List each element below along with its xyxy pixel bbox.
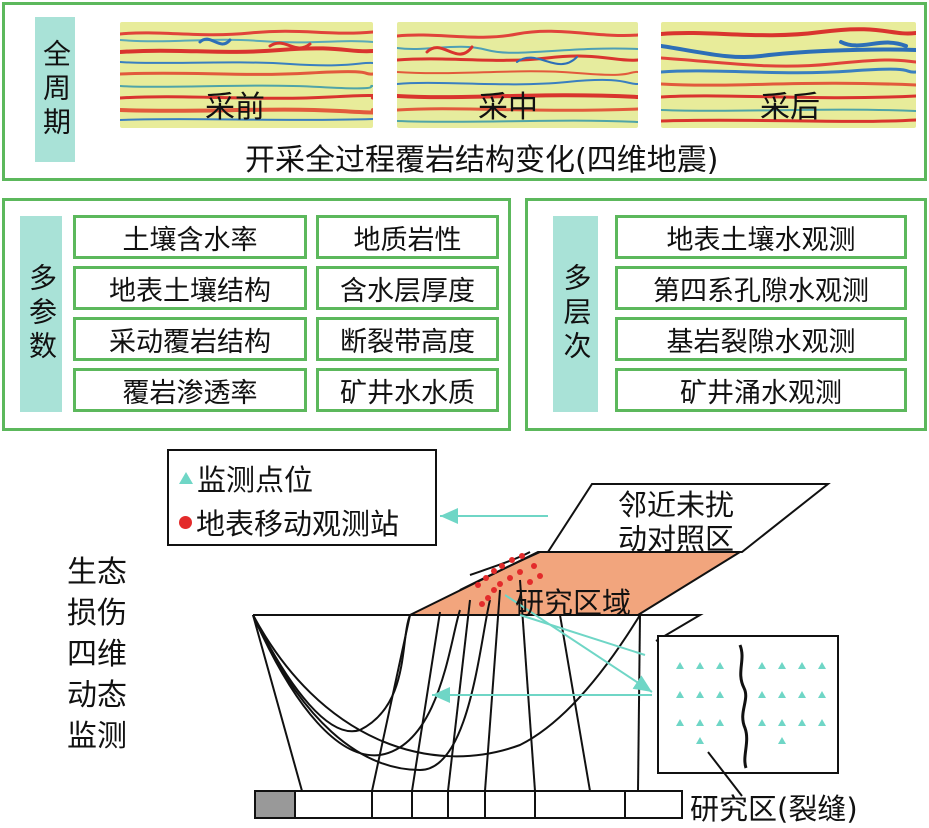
seismic-section-before — [120, 22, 373, 128]
level-surface-soil-water: 地表土壤水观测 — [615, 215, 907, 259]
param-soil-moisture: 土壤含水率 — [73, 215, 307, 259]
param-lithology: 地质岩性 — [316, 215, 499, 259]
legend-dot-label: 地表移动观测站 — [196, 507, 400, 541]
full-cycle-tab: 全周期 — [35, 17, 75, 162]
seismic-label-during: 采中 — [478, 90, 538, 125]
param-aquifer-thickness: 含水层厚度 — [316, 266, 499, 310]
multi-level-tab: 多层次 — [553, 216, 598, 412]
seismic-image-during — [397, 22, 638, 128]
study-area-label: 研究区域 — [515, 586, 632, 620]
rock-fill — [254, 790, 296, 819]
legend-triangle-label: 监测点位 — [197, 463, 314, 497]
param-overburden-permeability: 覆岩渗透率 — [73, 368, 307, 412]
undisturbed-area-label-1: 邻近未扰 — [618, 488, 735, 522]
seismic-image-after — [661, 22, 916, 128]
fracture-crack — [738, 644, 749, 769]
fracture-zoom-box — [657, 635, 839, 774]
seismic-section-after — [661, 22, 916, 128]
undisturbed-area-label-2: 动对照区 — [618, 522, 735, 556]
multi-parameter-panel: 多参数 土壤含水率 地质岩性 地表土壤结构 含水层厚度 采动覆岩结构 断裂带高度… — [2, 198, 511, 431]
seismic-label-before: 采前 — [205, 90, 265, 125]
param-overburden-structure: 采动覆岩结构 — [73, 317, 307, 361]
ground-bar-dividers — [294, 791, 626, 818]
ground-bar — [254, 790, 683, 819]
legend: 监测点位 地表移动观测站 — [167, 449, 437, 546]
param-surface-soil-structure: 地表土壤结构 — [73, 266, 307, 310]
multi-level-panel: 多层次 地表土壤水观测 第四系孔隙水观测 基岩裂隙水观测 矿井涌水观测 — [525, 198, 927, 431]
study-zoom-line — [519, 614, 646, 656]
legend-dot-row: 地表移动观测站 — [179, 501, 399, 543]
param-mine-water-quality: 矿井水水质 — [316, 368, 499, 412]
full-cycle-panel: 全周期 采前 — [2, 2, 927, 181]
seismic-image-before — [120, 22, 373, 128]
fracture-area-label: 研究区(裂缝) — [690, 792, 858, 826]
fracture-monitoring-triangles — [676, 662, 826, 744]
full-cycle-caption: 开采全过程覆岩结构变化(四维地震) — [245, 143, 719, 178]
seismic-section-during — [397, 22, 638, 128]
surface-station-dots — [475, 553, 543, 607]
seismic-label-after: 采后 — [760, 90, 820, 125]
level-bedrock-fissure-water: 基岩裂隙水观测 — [615, 317, 907, 361]
fracture-leader-line — [707, 751, 743, 797]
param-fracture-zone-height: 断裂带高度 — [316, 317, 499, 361]
triangle-marker-icon — [179, 472, 193, 484]
red-dot-icon — [179, 515, 192, 529]
eco-monitoring-label: 生态 损伤 四维 动态 监测 — [67, 555, 127, 754]
level-mine-inflow: 矿井涌水观测 — [615, 368, 907, 412]
level-quaternary-pore-water: 第四系孔隙水观测 — [615, 266, 907, 310]
study-zoom-arrow — [504, 594, 653, 693]
legend-triangle-row: 监测点位 — [179, 457, 313, 499]
multi-parameter-tab: 多参数 — [20, 216, 62, 412]
